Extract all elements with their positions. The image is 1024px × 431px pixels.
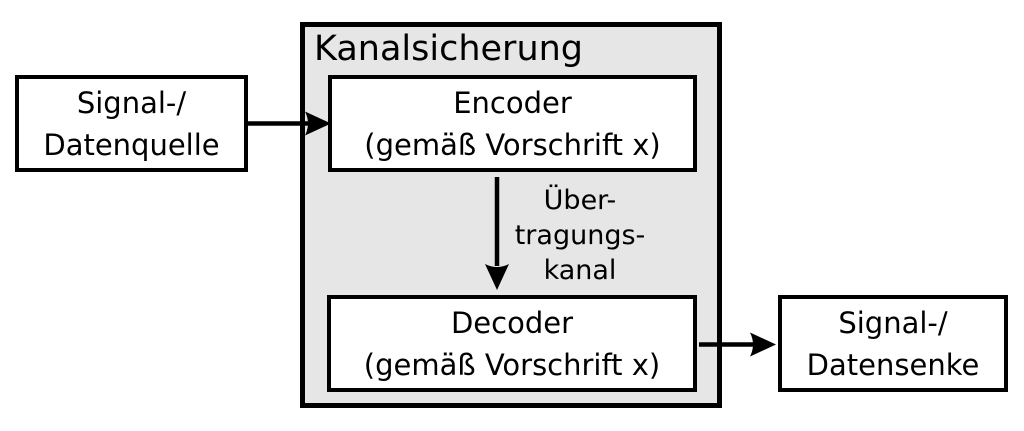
source-label-line2: Datenquelle: [43, 127, 220, 162]
channel-label-line2: tragungs-: [514, 220, 646, 251]
source-label-line1: Signal-/: [76, 85, 187, 120]
kanalsicherung-title: Kanalsicherung: [314, 29, 584, 69]
decoder-node: Decoder (gemäß Vorschrift x): [327, 295, 697, 392]
source-node: Signal-/ Datenquelle: [15, 75, 248, 172]
decoder-label-line2: (gemäß Vorschrift x): [363, 347, 661, 382]
encoder-label-line2: (gemäß Vorschrift x): [364, 127, 661, 162]
decoder-label-line1: Decoder: [450, 305, 574, 340]
encoder-node: Encoder (gemäß Vorschrift x): [328, 75, 697, 172]
sink-label-line2: Datensenke: [806, 347, 980, 382]
channel-label-line3: kanal: [543, 255, 617, 286]
sink-node: Signal-/ Datensenke: [778, 295, 1008, 392]
sink-label-line1: Signal-/: [838, 305, 948, 340]
encoder-label-line1: Encoder: [453, 85, 572, 120]
channel-label: Über- tragungs- kanal: [505, 183, 655, 288]
channel-label-line1: Über-: [543, 185, 617, 216]
